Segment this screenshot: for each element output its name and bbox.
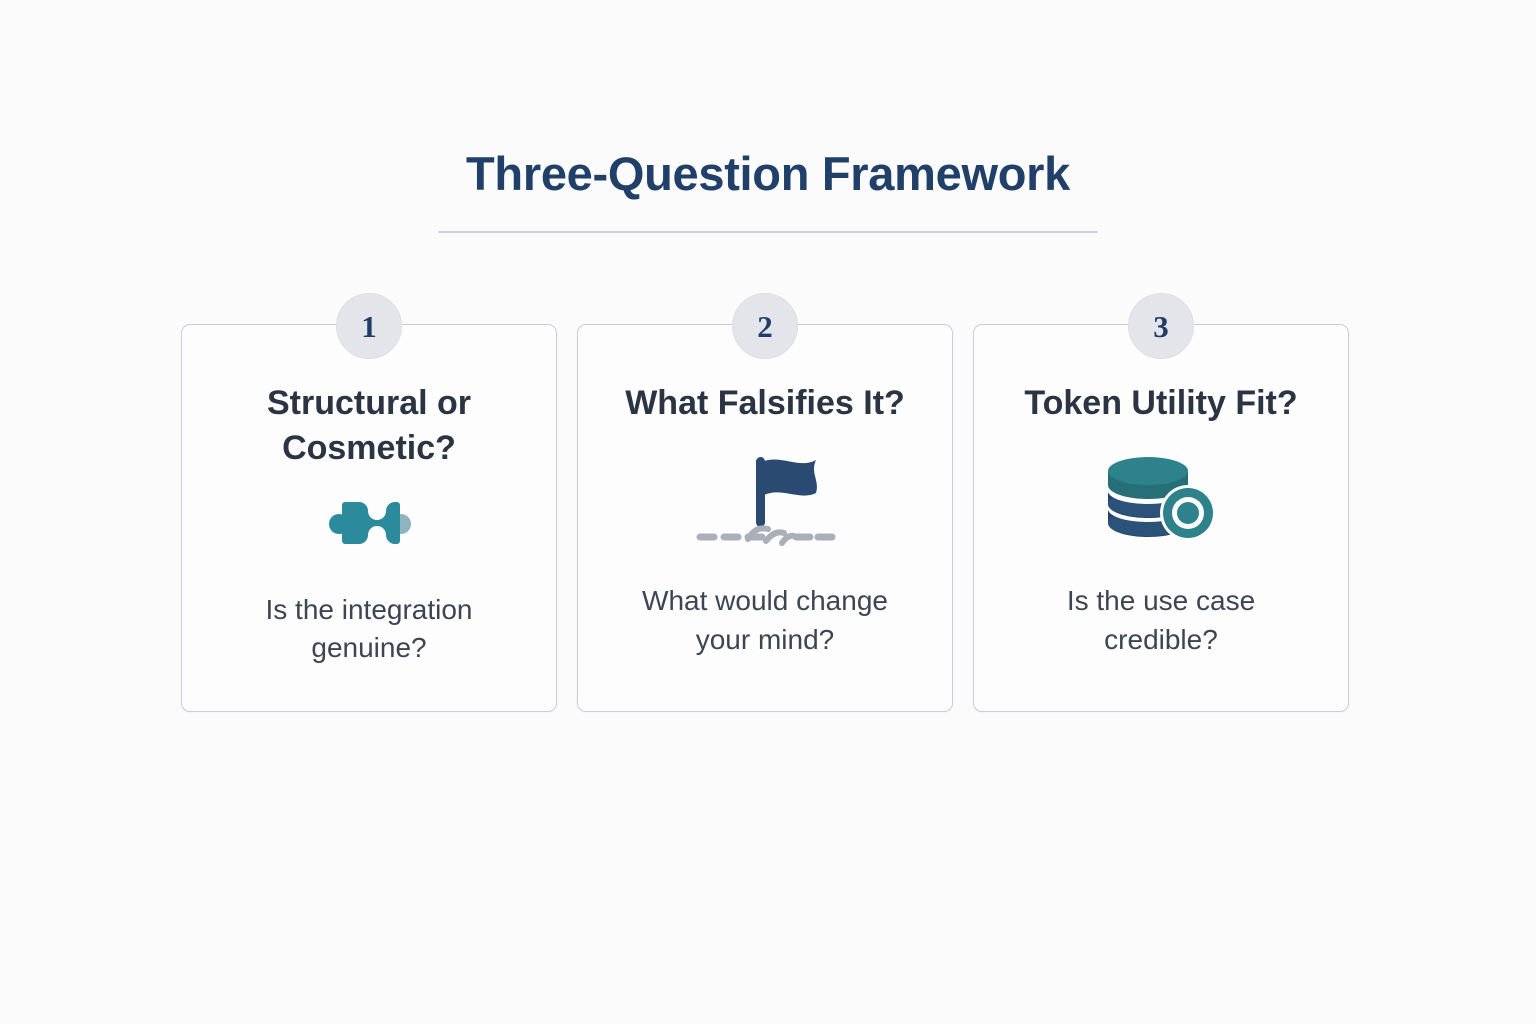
card-content-1: Structural or Cosmetic? Is the integrati… xyxy=(182,325,556,711)
framework-cards-row: 1 Structural or Cosmetic? Is the integra… xyxy=(181,293,1355,712)
page-header: Three-Question Framework xyxy=(0,148,1536,233)
step-number-1: 1 xyxy=(361,308,377,344)
card-icon-slot-1 xyxy=(321,477,417,569)
puzzle-piece-icon xyxy=(329,501,411,544)
step-number-2: 2 xyxy=(757,308,773,344)
card-icon-slot-3 xyxy=(1102,446,1220,556)
title-divider xyxy=(438,230,1098,233)
card-subtitle-3: Is the use case credible? xyxy=(1066,584,1256,655)
card-content-2: What Falsifies It? xyxy=(578,325,952,711)
step-number-badge-1: 1 xyxy=(336,293,402,359)
card-title-3: Token Utility Fit? xyxy=(1024,384,1298,422)
step-number-badge-2: 2 xyxy=(732,293,798,359)
card-title-2: What Falsifies It? xyxy=(625,384,905,422)
page-title: Three-Question Framework xyxy=(466,147,1070,200)
step-number-badge-3: 3 xyxy=(1128,293,1194,359)
card-content-3: Token Utility Fit? xyxy=(974,325,1348,711)
flag-on-ground-icon xyxy=(696,456,836,546)
framework-card-3[interactable]: 3 Token Utility Fit? xyxy=(973,293,1349,712)
framework-card-1[interactable]: 1 Structural or Cosmetic? Is the integra… xyxy=(181,293,557,712)
database-coin-icon xyxy=(1108,456,1216,541)
card-icon-slot-2 xyxy=(690,446,840,556)
step-number-3: 3 xyxy=(1153,308,1169,344)
card-title-1: Structural or Cosmetic? xyxy=(266,384,472,467)
card-subtitle-1: Is the integration genuine? xyxy=(265,593,473,664)
card-subtitle-2: What would change your mind? xyxy=(642,584,888,655)
framework-card-2[interactable]: 2 What Falsifies It? xyxy=(577,293,953,712)
